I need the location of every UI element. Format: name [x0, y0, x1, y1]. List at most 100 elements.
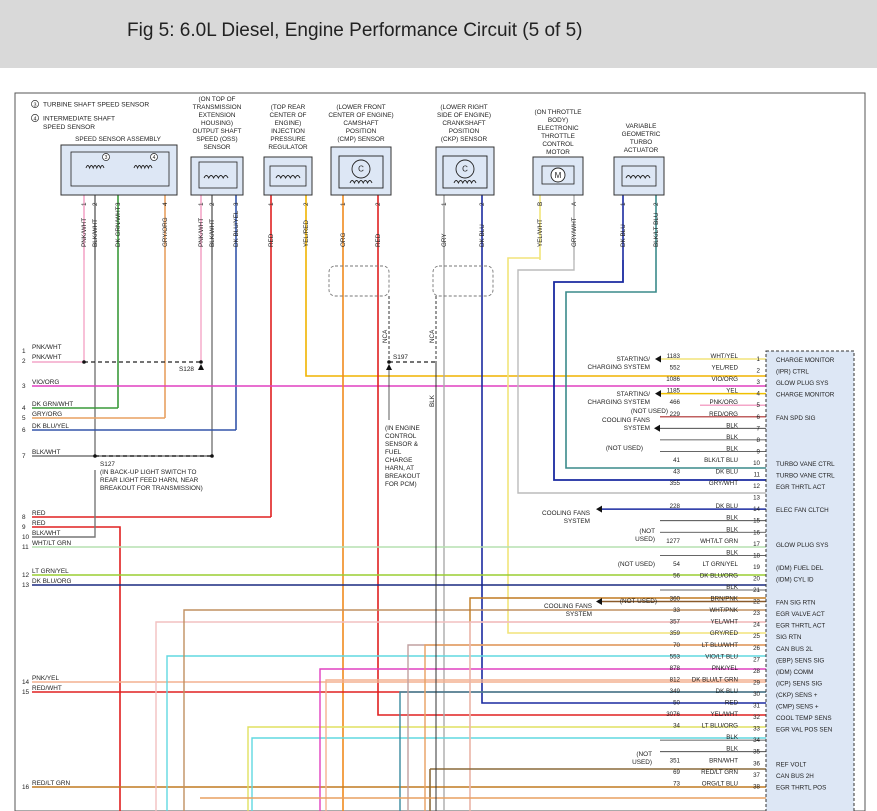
- pcm-pin-function: (CKP) SENS +: [776, 692, 818, 699]
- left-pin-wire-color: RED: [32, 510, 46, 517]
- wire-color-label: YEL/RED: [303, 220, 310, 247]
- pcm-pin-number: 7: [757, 425, 761, 432]
- destination-label: SYSTEM: [566, 611, 592, 618]
- splice-dot: [387, 360, 391, 364]
- blk-label: BLK: [429, 394, 436, 407]
- component-caption: EXTENSION: [199, 112, 236, 119]
- pcm-pin-number: 18: [753, 552, 760, 559]
- left-pin-wire-color: PNK/WHT: [32, 344, 62, 351]
- wire-pin-label: 4: [162, 202, 169, 206]
- pcm-pin-number: 12: [753, 483, 760, 490]
- circuit-number: 349: [670, 688, 681, 695]
- tss-marker-num: 3: [105, 155, 108, 161]
- oss-frame: [198, 161, 238, 189]
- left-pin-number: 16: [22, 784, 30, 791]
- pcm-pin-number: 14: [753, 506, 760, 513]
- lower-circuit-wire: [424, 644, 766, 811]
- circuit-number: 3076: [666, 711, 680, 718]
- destination-arrow: [654, 424, 660, 432]
- left-pin-wire-color: BLK/WHT: [32, 530, 61, 537]
- legend-item-4: SPEED SENSOR: [43, 124, 95, 131]
- ipr-frame: [269, 165, 307, 187]
- left-pin-number: 12: [22, 572, 30, 579]
- pcm-connector: [765, 350, 855, 811]
- pcm-pin-number: 22: [753, 599, 760, 606]
- left-pin-wire-color: PNK/YEL: [32, 675, 59, 682]
- wire-color-label: BLK/WHT: [92, 219, 99, 247]
- legend-item-3: TURBINE SHAFT SPEED SENSOR: [43, 101, 149, 108]
- pcm-pin-number: 17: [753, 541, 760, 548]
- wire-pin-label: 2: [375, 202, 382, 206]
- pcm-pin-number: 9: [757, 448, 761, 455]
- circuit-number: 351: [670, 757, 681, 764]
- ckp-shield: [432, 265, 494, 297]
- diagram-border: [14, 92, 866, 811]
- pcm-pin-function: CAN BUS 2L: [776, 646, 813, 653]
- pcm-pin-number: 19: [753, 564, 760, 571]
- red-left-2: [32, 526, 121, 811]
- splice-note: HARN, AT: [385, 465, 414, 472]
- right-pin-wire-color: BLK: [726, 422, 739, 429]
- circuit-number: 43: [673, 469, 680, 476]
- circuit-number: 1185: [667, 388, 681, 395]
- cmp-shield: [328, 265, 390, 297]
- speed-sensor-frame: [70, 151, 170, 187]
- component-caption: PRESSURE: [270, 136, 305, 143]
- nca-label: NCA: [382, 329, 389, 343]
- pcm-pin-function: (IDM) CYL ID: [776, 576, 814, 583]
- wire-color-label: BLK/LT BLU: [653, 212, 660, 247]
- splice-note: CHARGE: [385, 457, 412, 464]
- circuit-number: 70: [673, 642, 680, 649]
- right-pin-wire-color: PNK/ORG: [709, 399, 738, 406]
- left-pin-number: 1: [22, 348, 26, 355]
- cmp-sensor: [330, 146, 392, 196]
- left-pin-number: 15: [22, 689, 30, 696]
- lower-circuit-wire: [325, 679, 766, 811]
- component-caption: ELECTRONIC: [537, 125, 579, 132]
- splice-note: BREAKOUT FOR TRANSMISSION): [100, 485, 203, 492]
- right-pin-wire-color: DK BLU: [716, 688, 738, 695]
- iss-coil: [133, 165, 153, 170]
- pcm-pin-function: ELEC FAN CLTCH: [776, 507, 829, 514]
- lower-circuit-wire: [183, 609, 766, 811]
- component-caption: SIDE OF ENGINE): [437, 112, 491, 119]
- destination-label: CHARGING SYSTEM: [588, 399, 651, 406]
- component-caption: BODY): [548, 117, 568, 124]
- wire-pin-label: A: [571, 201, 578, 206]
- splice-note: (IN BACK-UP LIGHT SWITCH TO: [100, 469, 196, 476]
- pcm-pin-function: CHARGE MONITOR: [776, 392, 835, 399]
- component-caption: CONTROL: [542, 141, 574, 148]
- ckp-coil: [453, 180, 477, 185]
- pcm-pin-function: (IDM) COMM: [776, 669, 813, 676]
- splice-s127: S127: [100, 461, 115, 468]
- component-caption: (LOWER FRONT: [336, 104, 385, 111]
- wire-color-label: YEL/WHT: [537, 219, 544, 247]
- component-caption: CENTER OF ENGINE): [328, 112, 393, 119]
- right-pin-wire-color: PNK/YEL: [712, 665, 739, 672]
- ckp-wheel: [455, 159, 475, 179]
- wire-color-label: DK GRN/WHT: [115, 206, 122, 247]
- circuit-number: 73: [673, 780, 680, 787]
- destination-label: (NOT: [639, 528, 655, 535]
- pcm-pin-function: CAN BUS 2H: [776, 773, 814, 780]
- destination-label: (NOT USED): [620, 598, 657, 605]
- left-pin-number: 14: [22, 679, 30, 686]
- pcm-pin-number: 10: [753, 460, 760, 467]
- component-caption: ENGINE): [275, 120, 302, 127]
- pcm-pin-number: 32: [753, 714, 760, 721]
- circuit-number: 360: [670, 596, 681, 603]
- pcm-pin-number: 33: [753, 726, 760, 733]
- circuit-number: 50: [673, 700, 680, 707]
- motor-glyph: M: [555, 171, 562, 180]
- wire-pin-label: 1: [441, 202, 448, 206]
- component-caption: POSITION: [449, 128, 480, 135]
- wire-pin-label: 2: [653, 202, 660, 206]
- pcm-pin-number: 21: [753, 587, 760, 594]
- circuit-number: 1086: [666, 376, 680, 383]
- legend-num-3: 3: [34, 102, 37, 108]
- pcm-pin-number: 11: [754, 472, 761, 479]
- component-caption: (CKP) SENSOR: [441, 136, 488, 143]
- iss-marker-icon: [150, 153, 158, 161]
- pcm-pin-number: 2: [757, 368, 761, 375]
- page-title: Fig 5: 6.0L Diesel, Engine Performance C…: [127, 20, 583, 41]
